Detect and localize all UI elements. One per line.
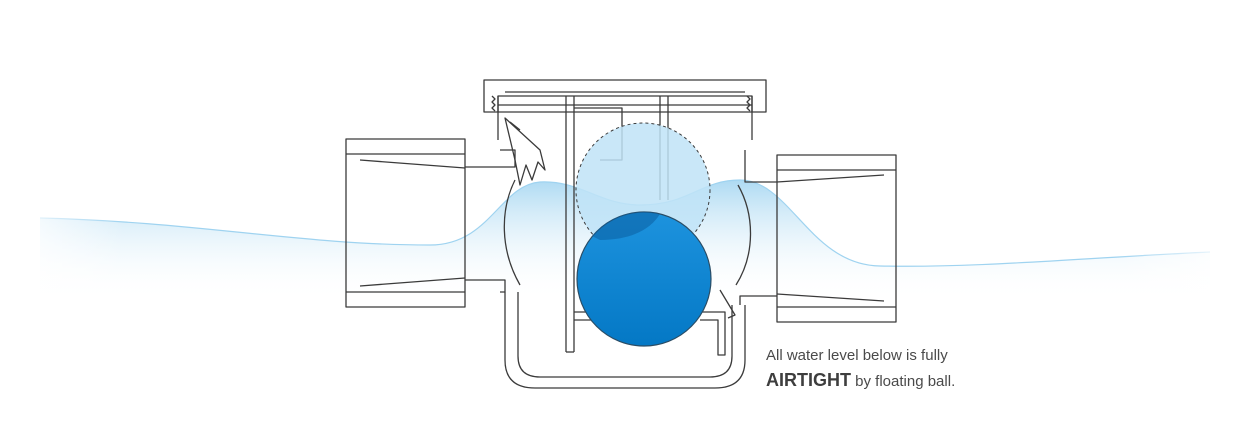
top-cap [483,79,767,140]
floating-ball-seated [576,211,712,347]
trap-body [465,149,777,389]
right-coupling [776,154,897,323]
left-coupling [345,138,466,308]
left-pipe [40,145,346,301]
caption-line-2: AIRTIGHT by floating ball. [766,368,1066,394]
caption-line-1: All water level below is fully [766,347,948,364]
caption: All water level below is fully AIRTIGHT … [766,343,1066,394]
caption-emphasis: AIRTIGHT [766,370,851,390]
right-pipe [896,157,1212,315]
caption-rest: by floating ball. [851,373,956,390]
